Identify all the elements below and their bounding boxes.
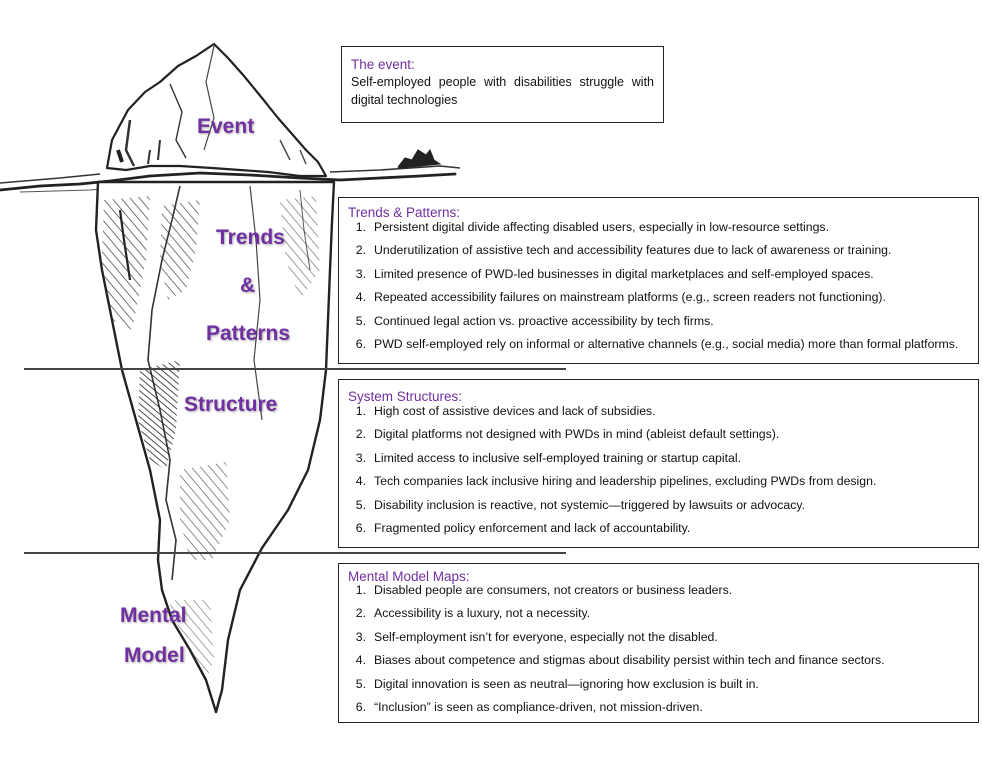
list-item: 2.Accessibility is a luxury, not a neces… (355, 606, 591, 621)
mental-model-box-title: Mental Model Maps: (348, 569, 470, 584)
list-item: 5.Disability inclusion is reactive, not … (355, 497, 806, 512)
list-item: 1.Disabled people are consumers, not cre… (355, 583, 733, 597)
label-mental: Mental (120, 604, 187, 627)
label-trends: Trends (216, 226, 285, 249)
trends-list: 1.Persistent digital divide affecting di… (348, 216, 969, 356)
list-item: 3.Limited access to inclusive self-emplo… (355, 450, 742, 465)
iceberg-peak (105, 42, 328, 178)
list-item: 6.Fragmented policy enforcement and lack… (355, 521, 691, 536)
label-ampersand: & (240, 274, 256, 297)
mental-model-box: Mental Model Maps: 1.Disabled people are… (338, 563, 979, 723)
list-item: 1.Persistent digital divide affecting di… (355, 220, 829, 234)
structures-box: System Structures: 1.High cost of assist… (338, 379, 979, 548)
event-box: The event: Self-employed people with dis… (341, 46, 664, 123)
list-item: 4.Tech companies lack inclusive hiring a… (355, 474, 877, 489)
list-item: 2.Digital platforms not designed with PW… (355, 427, 780, 442)
water-line (0, 171, 457, 192)
event-box-body: Self-employed people with disabilities s… (351, 75, 654, 107)
trends-box: Trends & Patterns: 1.Persistent digital … (338, 197, 979, 364)
label-model: Model (124, 644, 185, 667)
list-item: 6.PWD self-employed rely on informal or … (355, 337, 959, 352)
event-box-title: The event: (351, 57, 415, 72)
list-item: 6.“Inclusion” is seen as compliance-driv… (355, 700, 703, 715)
label-event: Event (197, 115, 255, 138)
label-structure: Structure (184, 393, 278, 416)
list-item: 5.Continued legal action vs. proactive a… (355, 313, 714, 328)
list-item: 4.Repeated accessibility failures on mai… (355, 290, 886, 305)
trends-box-title: Trends & Patterns: (348, 205, 461, 220)
structures-box-title: System Structures: (348, 389, 463, 404)
list-item: 3.Self-employment isn’t for everyone, es… (355, 629, 718, 644)
list-item: 5.Digital innovation is seen as neutral—… (355, 676, 759, 691)
list-item: 3.Limited presence of PWD-led businesses… (355, 266, 874, 281)
structures-list: 1.High cost of assistive devices and lac… (348, 400, 969, 540)
mental-model-list: 1.Disabled people are consumers, not cre… (348, 579, 969, 719)
list-item: 1.High cost of assistive devices and lac… (355, 404, 656, 418)
list-item: 2.Underutilization of assistive tech and… (355, 243, 892, 258)
iceberg-body (94, 180, 336, 714)
list-item: 4.Biases about competence and stigmas ab… (355, 653, 885, 668)
boat-icon (397, 149, 442, 169)
label-patterns: Patterns (206, 322, 291, 345)
